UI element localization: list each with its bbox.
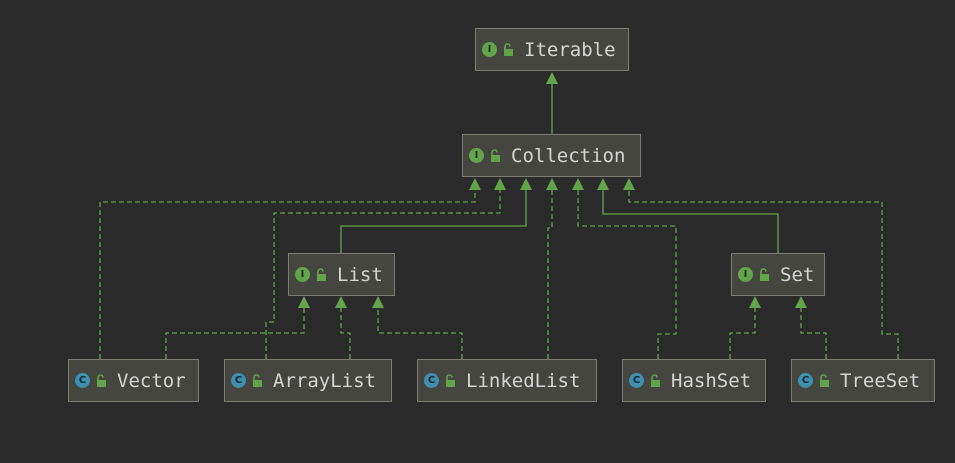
node-iterable[interactable]: I Iterable [475, 28, 629, 71]
unlocked-icon [491, 148, 500, 162]
arrowhead-icon [520, 178, 532, 190]
node-label: Iterable [524, 38, 616, 61]
node-linkedlist[interactable]: C LinkedList [417, 359, 597, 402]
unlocked-icon [651, 373, 660, 387]
edge-line [377, 308, 463, 359]
arrowhead-icon [546, 178, 558, 190]
edge-line [729, 308, 756, 359]
edge-vector-to-list [165, 296, 310, 359]
interface-badge-icon: I [295, 267, 310, 282]
unlocked-icon [820, 373, 829, 387]
edge-arraylist-to-list [335, 296, 351, 359]
edge-hashset-to-collection [572, 178, 677, 359]
node-label: HashSet [671, 369, 752, 392]
edge-treeset-to-collection [623, 178, 899, 359]
edge-collection-to-iterable [546, 72, 558, 134]
node-label: Vector [117, 369, 186, 392]
edge-line [628, 190, 899, 359]
interface-badge-icon: I [482, 42, 497, 57]
unlocked-icon [253, 373, 262, 387]
node-label: TreeSet [840, 369, 921, 392]
edge-line [340, 308, 351, 359]
edge-vector-to-collection [99, 178, 481, 359]
arrowhead-icon [623, 178, 635, 190]
class-badge-icon: C [231, 373, 246, 388]
edge-linkedlist-to-list [372, 296, 463, 359]
edge-linkedlist-to-collection [546, 178, 558, 359]
arrowhead-icon [597, 178, 609, 190]
node-vector[interactable]: C Vector [68, 359, 199, 402]
edge-line [547, 190, 553, 359]
node-label: LinkedList [466, 369, 581, 392]
arrowhead-icon [572, 178, 584, 190]
arrowhead-icon [335, 296, 347, 308]
node-collection[interactable]: I Collection [462, 134, 641, 177]
edge-set-to-collection [597, 178, 779, 253]
arrowhead-icon [469, 178, 481, 190]
node-hashset[interactable]: C HashSet [622, 359, 766, 402]
arrowhead-icon [494, 178, 506, 190]
node-label: ArrayList [273, 369, 376, 392]
node-treeset[interactable]: C TreeSet [791, 359, 935, 402]
edge-line [165, 308, 305, 359]
interface-badge-icon: I [469, 148, 484, 163]
node-arraylist[interactable]: C ArrayList [224, 359, 392, 402]
arrowhead-icon [372, 296, 384, 308]
edge-arraylist-to-collection [265, 178, 506, 359]
unlocked-icon [760, 267, 769, 281]
node-set[interactable]: I Set [731, 253, 825, 296]
interface-badge-icon: I [738, 267, 753, 282]
edge-line [602, 190, 779, 253]
unlocked-icon [504, 42, 513, 56]
node-label: Set [780, 263, 815, 286]
edge-treeset-to-set [795, 296, 827, 359]
unlocked-icon [97, 373, 106, 387]
arrowhead-icon [298, 296, 310, 308]
edge-list-to-collection [340, 178, 532, 253]
node-list[interactable]: I List [288, 253, 395, 296]
edge-line [265, 190, 501, 359]
class-badge-icon: C [75, 373, 90, 388]
arrowhead-icon [795, 296, 807, 308]
edge-line [99, 190, 476, 359]
edge-line [800, 308, 827, 359]
unlocked-icon [317, 267, 326, 281]
edge-line [577, 190, 677, 359]
node-label: Collection [511, 144, 626, 167]
class-badge-icon: C [798, 373, 813, 388]
class-badge-icon: C [424, 373, 439, 388]
edge-hashset-to-set [729, 296, 761, 359]
class-badge-icon: C [629, 373, 644, 388]
arrowhead-icon [546, 72, 558, 84]
unlocked-icon [446, 373, 455, 387]
edge-line [340, 190, 527, 253]
node-label: List [337, 263, 383, 286]
arrowhead-icon [749, 296, 761, 308]
